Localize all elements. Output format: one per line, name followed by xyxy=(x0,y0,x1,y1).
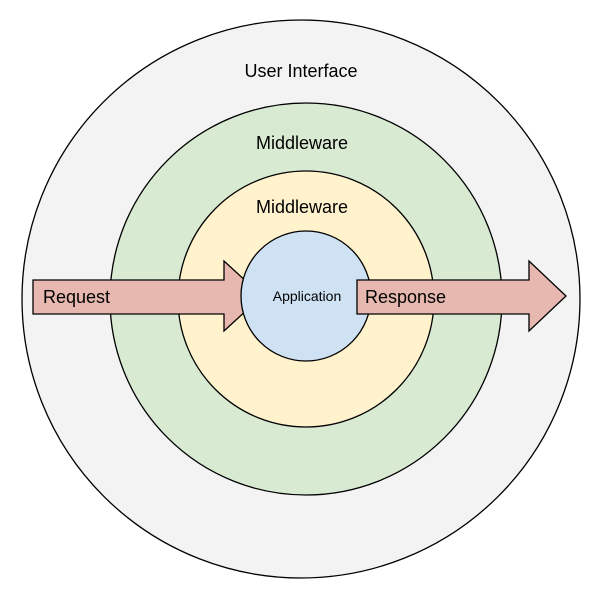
application-label: Application xyxy=(273,288,342,304)
request-label: Request xyxy=(43,287,110,307)
response-label: Response xyxy=(365,287,446,307)
middleware-inner-label: Middleware xyxy=(256,197,348,217)
user-interface-label: User Interface xyxy=(244,61,357,81)
response-arrow xyxy=(356,259,567,333)
middleware-outer-label: Middleware xyxy=(256,133,348,153)
